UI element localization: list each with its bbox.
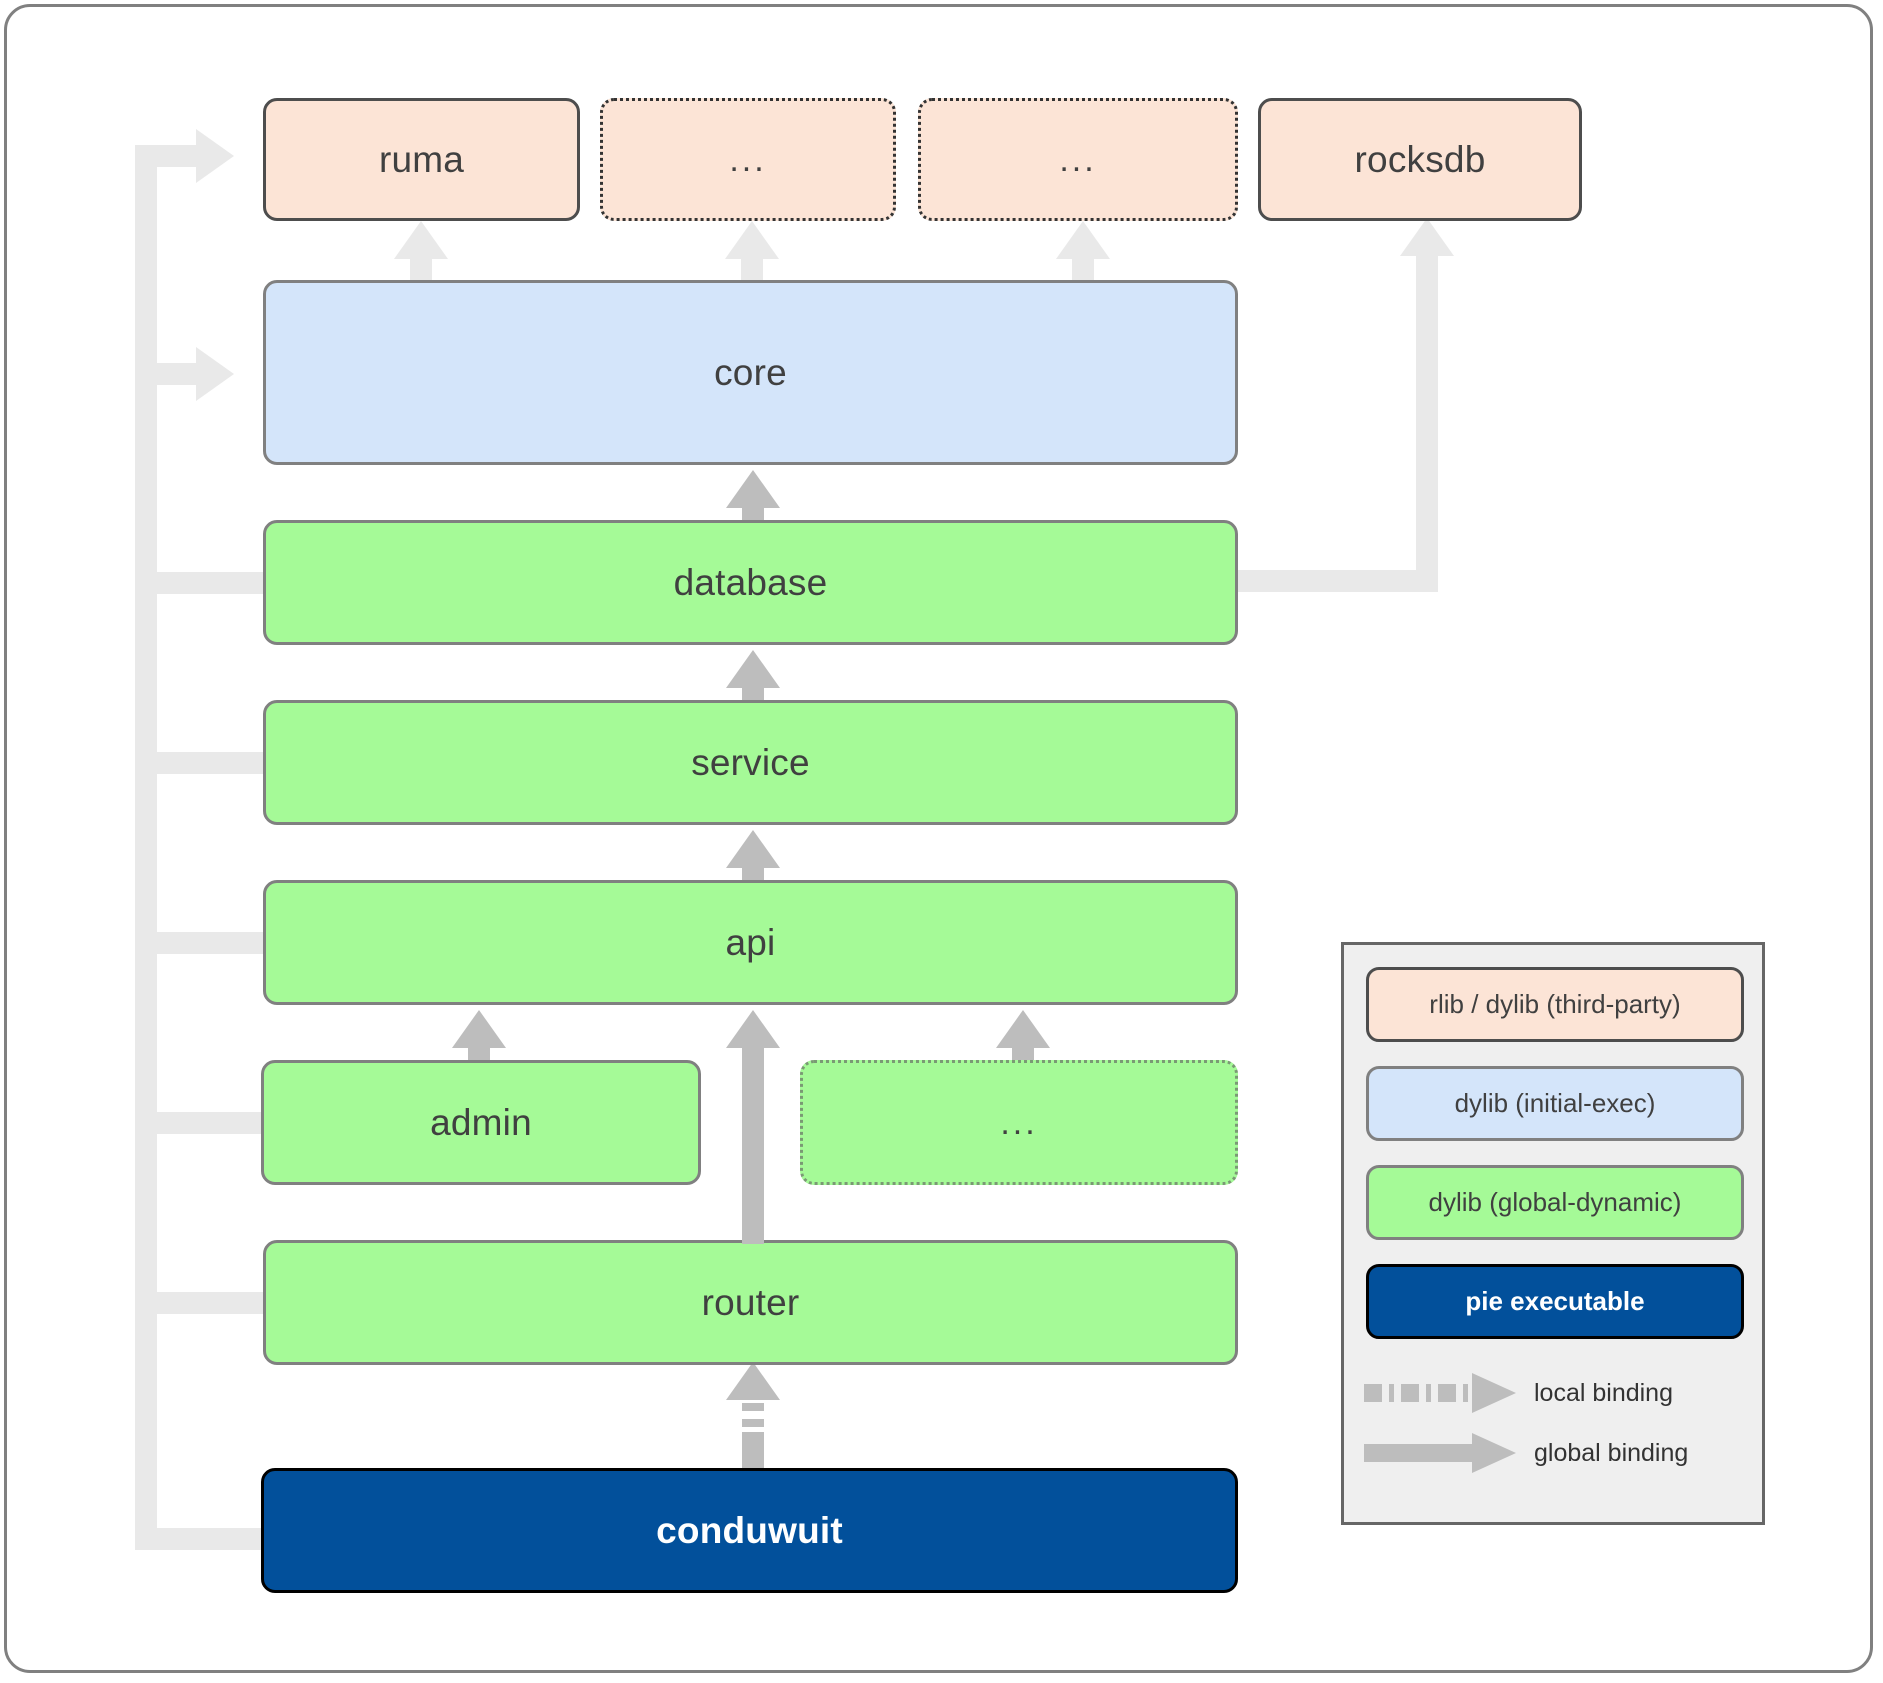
- node-mid-ellipsis[interactable]: ...: [800, 1060, 1238, 1185]
- node-conduwuit[interactable]: conduwuit: [261, 1468, 1238, 1593]
- arrowhead-conduwuit-to-router: [726, 1362, 780, 1400]
- router-to-api-shaft: [742, 1040, 764, 1244]
- legend-label-third-party: rlib / dylib (third-party): [1429, 989, 1681, 1019]
- node-top-ellipsis-1[interactable]: ...: [600, 98, 896, 221]
- branch-to-database: [157, 572, 269, 594]
- branch-to-ruma: [135, 145, 200, 167]
- node-api-label: api: [725, 921, 776, 963]
- arrowhead-ellipsis-to-api: [996, 1010, 1050, 1048]
- node-ruma[interactable]: ruma: [263, 98, 580, 221]
- node-top-ellipsis-1-label: ...: [729, 140, 767, 179]
- arrowhead-router-to-api: [726, 1010, 780, 1048]
- legend-panel: rlib / dylib (third-party) dylib (initia…: [1341, 942, 1765, 1525]
- node-core-label: core: [714, 351, 787, 393]
- node-rocksdb-label: rocksdb: [1354, 138, 1486, 180]
- node-core[interactable]: core: [263, 280, 1238, 465]
- branch-to-conduwuit: [135, 1528, 269, 1550]
- arrowhead-ruma: [196, 129, 234, 183]
- node-service-label: service: [691, 741, 810, 783]
- node-top-ellipsis-2-label: ...: [1059, 140, 1097, 179]
- legend-label-global-dynamic: dylib (global-dynamic): [1428, 1187, 1682, 1217]
- node-admin[interactable]: admin: [261, 1060, 701, 1185]
- arrowhead-core-to-ellipsis1: [725, 221, 779, 259]
- arrowhead-admin-to-api: [452, 1010, 506, 1048]
- node-mid-ellipsis-label: ...: [1000, 1103, 1038, 1142]
- legend-label-initial-exec: dylib (initial-exec): [1454, 1088, 1656, 1118]
- conduwuit-to-router-dash-1: [742, 1432, 764, 1470]
- conduwuit-to-router-dash-3: [742, 1403, 764, 1411]
- branch-to-core: [157, 363, 202, 385]
- node-admin-label: admin: [430, 1101, 532, 1143]
- legend-label-pie-executable: pie executable: [1465, 1286, 1645, 1316]
- node-rocksdb[interactable]: rocksdb: [1258, 98, 1582, 221]
- arrowhead-database-to-core: [726, 470, 780, 508]
- arrowhead-api-to-service: [726, 830, 780, 868]
- arrowhead-core: [196, 347, 234, 401]
- node-database[interactable]: database: [263, 520, 1238, 645]
- node-api[interactable]: api: [263, 880, 1238, 1005]
- node-ruma-label: ruma: [378, 138, 465, 180]
- node-database-label: database: [673, 561, 828, 603]
- legend-row-local-binding: local binding: [1364, 1370, 1748, 1416]
- legend-label-global-binding: global binding: [1534, 1438, 1689, 1467]
- legend-label-local-binding: local binding: [1534, 1378, 1673, 1407]
- branch-to-admin: [157, 1112, 269, 1134]
- legend-swatch-global-dynamic: dylib (global-dynamic): [1366, 1165, 1744, 1240]
- global-binding-arrow-icon: [1364, 1433, 1516, 1473]
- legend-row-global-binding: global binding: [1364, 1430, 1748, 1476]
- legend-swatch-third-party: rlib / dylib (third-party): [1366, 967, 1744, 1042]
- node-router[interactable]: router: [263, 1240, 1238, 1365]
- branch-to-router: [157, 1292, 269, 1314]
- legend-swatch-pie-executable: pie executable: [1366, 1264, 1744, 1339]
- legend-swatch-initial-exec: dylib (initial-exec): [1366, 1066, 1744, 1141]
- node-top-ellipsis-2[interactable]: ...: [918, 98, 1238, 221]
- database-to-rocksdb-vertical: [1416, 255, 1438, 592]
- node-service[interactable]: service: [263, 700, 1238, 825]
- node-router-label: router: [701, 1281, 800, 1323]
- branch-to-api: [157, 932, 269, 954]
- node-conduwuit-label: conduwuit: [656, 1509, 843, 1551]
- database-to-rocksdb-horizontal: [1238, 570, 1438, 592]
- arrowhead-service-to-database: [726, 650, 780, 688]
- arrowhead-rocksdb: [1400, 218, 1454, 256]
- local-binding-arrow-icon: [1364, 1373, 1516, 1413]
- arrowhead-core-to-ruma: [394, 221, 448, 259]
- branch-to-service: [157, 752, 269, 774]
- arrowhead-core-to-ellipsis2: [1056, 221, 1110, 259]
- trunk-vertical: [135, 145, 157, 1550]
- conduwuit-to-router-dash-2: [742, 1419, 764, 1427]
